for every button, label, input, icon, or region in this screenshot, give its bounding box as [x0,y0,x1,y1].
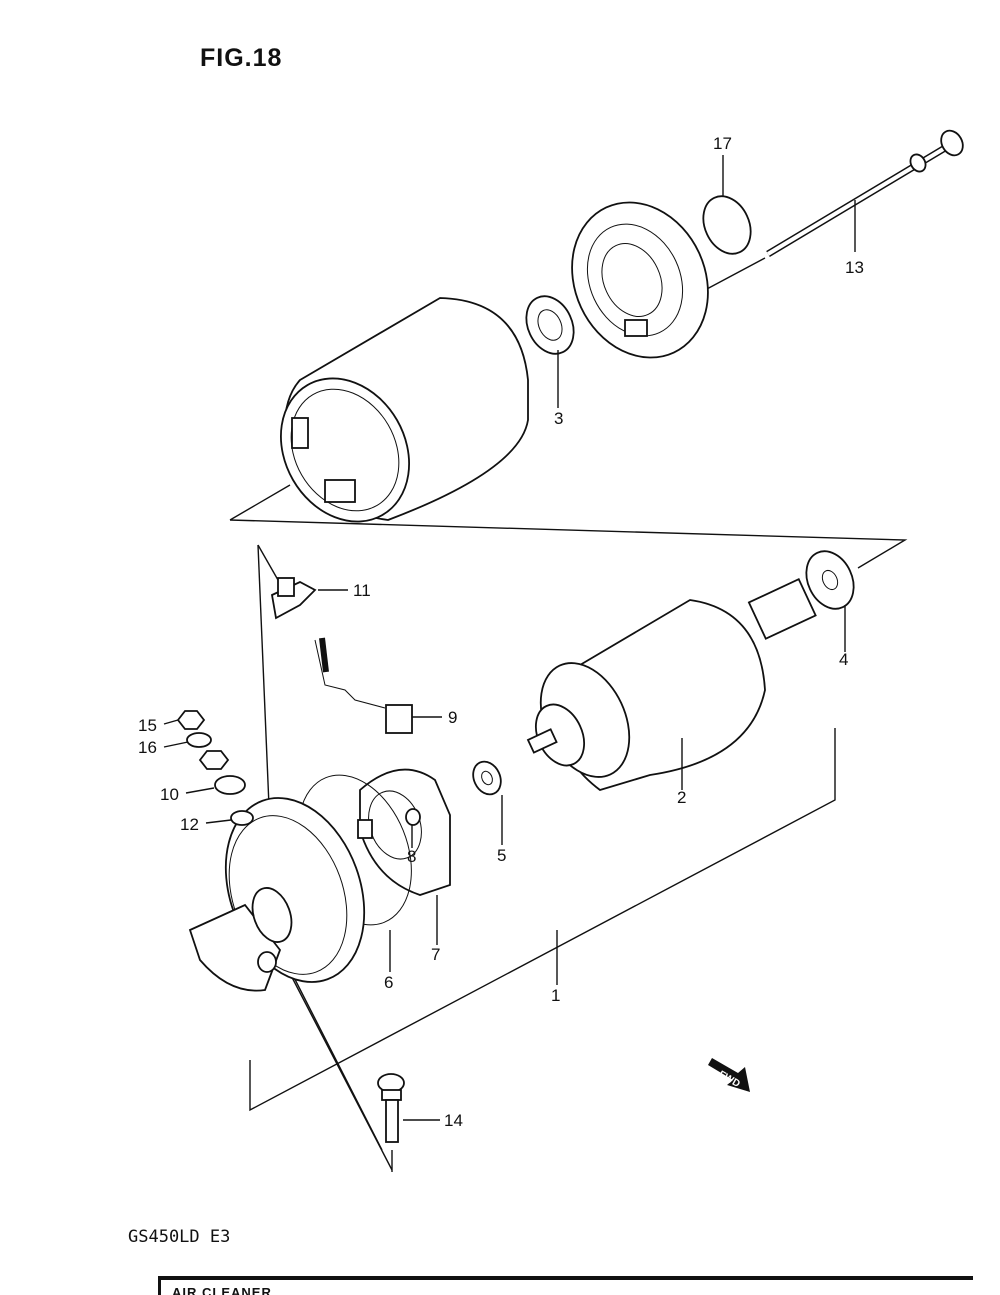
callout-17: 17 [713,134,732,153]
washer-5 [472,760,502,796]
yoke-housing [280,297,529,523]
front-bracket [188,797,366,992]
callout-9: 9 [448,708,457,727]
callout-labels: 17 13 3 11 4 9 15 16 10 12 2 5 8 7 6 1 1… [138,134,864,1130]
callout-8: 8 [407,847,416,866]
footer-section-label: AIR CLEANER [172,1285,272,1295]
terminal-bolt [270,577,317,620]
callout-1: 1 [551,986,560,1005]
callout-3: 3 [554,409,563,428]
callout-13: 13 [845,258,864,277]
brush-holder-plate [357,768,451,896]
figure-title: FIG.18 [200,44,283,72]
callout-2: 2 [677,788,686,807]
callout-16: 16 [138,738,157,757]
fwd-label: FWD [717,1069,742,1090]
callout-10: 10 [160,785,179,804]
leader-lines [163,155,856,1121]
callout-14: 14 [444,1111,463,1130]
callout-12: 12 [180,815,199,834]
callout-11: 11 [353,581,371,600]
callout-7: 7 [431,945,440,964]
end-cover [571,201,709,359]
callout-6: 6 [384,973,393,992]
footer-tick [158,1276,161,1295]
footer-rule [158,1276,973,1280]
callout-4: 4 [839,650,848,669]
screw [377,1073,405,1143]
nut-and-washers [176,710,254,826]
callout-5: 5 [497,846,506,865]
model-code: GS450LD E3 [128,1227,231,1247]
brush-with-lead [314,637,413,734]
washer-4 [805,550,855,610]
assembly-bracket-lines [229,257,908,1172]
through-bolt [766,129,964,258]
oil-seal [525,295,575,355]
o-ring [702,195,752,255]
armature [526,577,817,791]
fwd-arrow-icon: FWD [708,1058,750,1092]
callout-15: 15 [138,716,157,735]
